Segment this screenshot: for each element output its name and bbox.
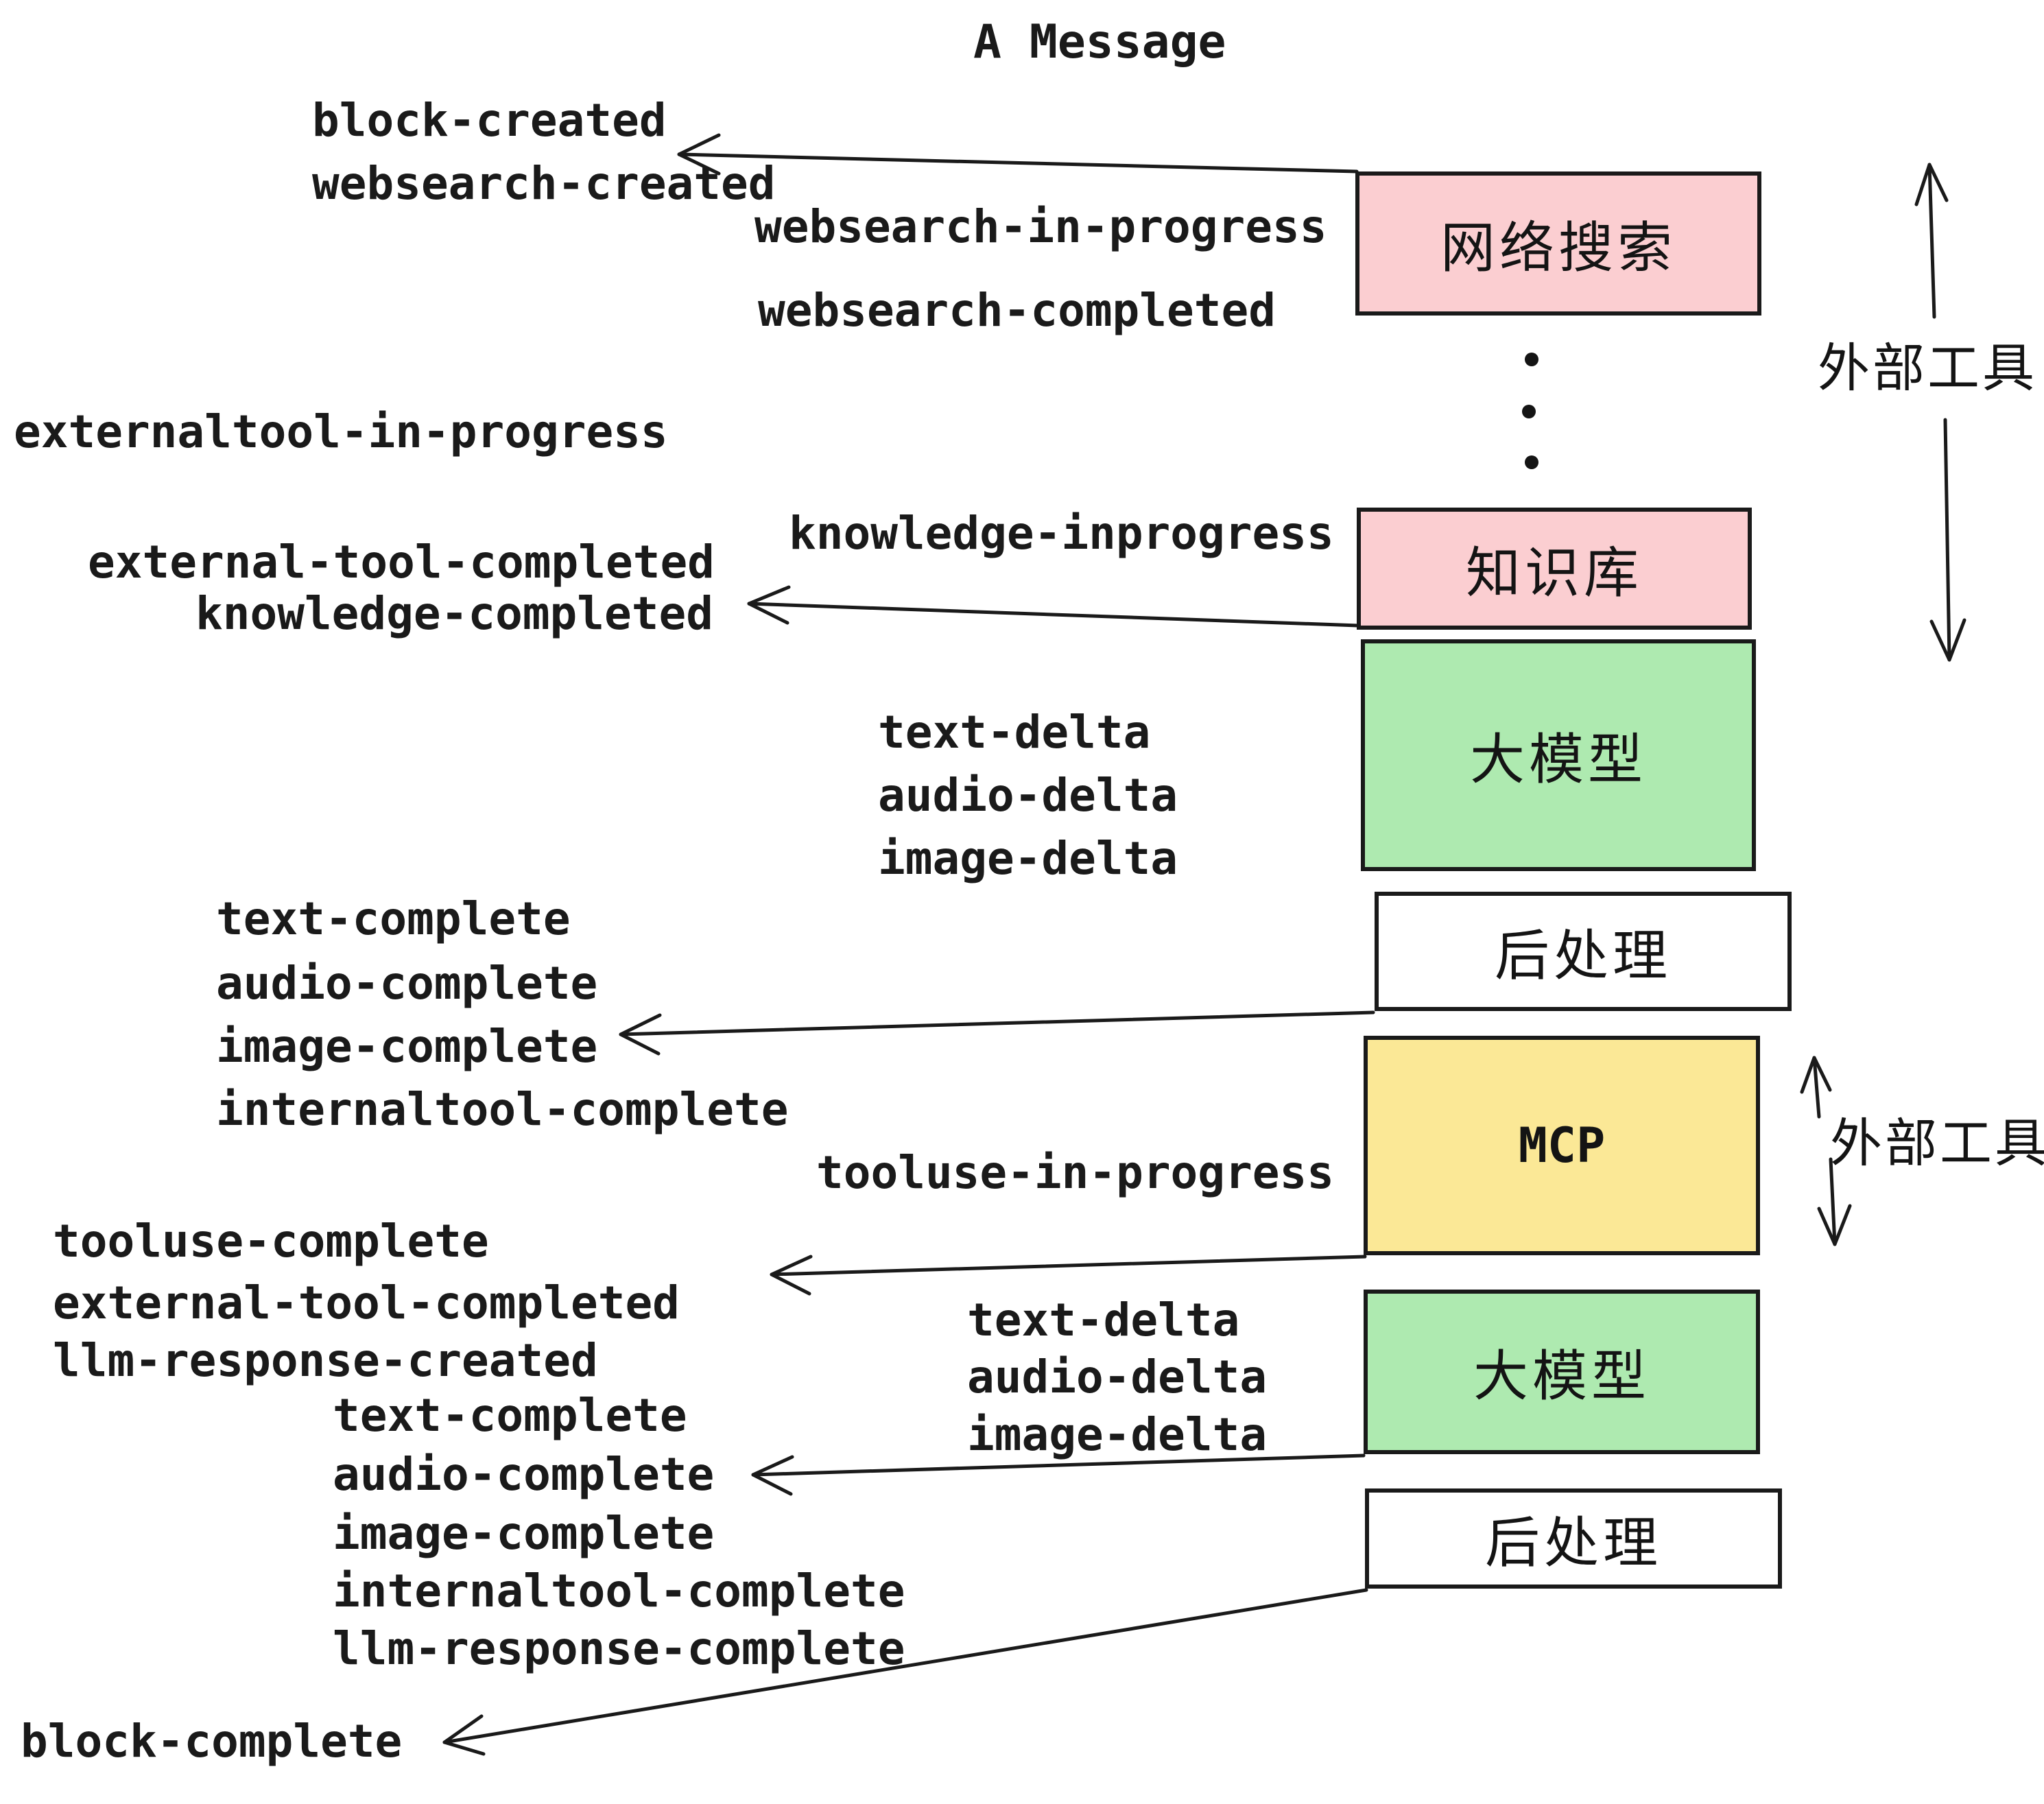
node-llm-1: 大模型 (1361, 639, 1756, 871)
event-label-llm-response-created: llm-response-created (53, 1334, 598, 1387)
event-label-external-tool-completed: external-tool-completed (88, 536, 715, 589)
event-label-websearch-completed: websearch-completed (758, 284, 1276, 337)
node-websearch-label: 网络搜索 (1440, 216, 1676, 280)
arrow-down-external-tools-1 (1943, 418, 1951, 662)
node-knowledge-base: 知识库 (1357, 508, 1752, 630)
event-label-websearch-created: websearch-created (312, 157, 776, 210)
event-label-llm-response-complete: llm-response-complete (333, 1622, 905, 1675)
arrowhead-down-icon (1929, 618, 1966, 662)
arrow-to-complete-group-1 (619, 1010, 1375, 1036)
node-llm-1-label: 大模型 (1470, 728, 1647, 792)
event-label-audio-delta-2: audio-delta (967, 1351, 1268, 1403)
annotation-external-tools-2: 外部工具 (1830, 1113, 2044, 1174)
arrowhead-up-icon (1914, 163, 1949, 206)
diagram-title: A Message (973, 15, 1226, 69)
vertical-ellipsis-icon (1522, 353, 1538, 469)
event-label-block-created: block-created (312, 94, 667, 147)
node-websearch: 网络搜索 (1355, 171, 1761, 316)
event-label-audio-complete-2: audio-complete (333, 1448, 715, 1501)
arrowhead-left-icon (770, 1255, 813, 1296)
event-label-knowledge-inprogress: knowledge-inprogress (789, 507, 1334, 560)
event-label-tooluse-in-progress: tooluse-in-progress (816, 1146, 1334, 1199)
arrow-up-external-tools-1 (1927, 163, 1936, 319)
arrowhead-down-icon (1817, 1204, 1852, 1246)
arrowhead-up-icon (1800, 1056, 1832, 1094)
event-label-internaltool-complete-2: internaltool-complete (333, 1565, 905, 1617)
arrow-to-knowledge-completed (747, 602, 1360, 628)
arrowhead-left-icon (442, 1714, 486, 1756)
arrowhead-left-icon (751, 1455, 794, 1496)
annotation-external-tools-1: 外部工具 (1818, 337, 2037, 399)
event-label-text-complete-2: text-complete (333, 1389, 687, 1442)
event-label-image-complete: image-complete (216, 1020, 598, 1073)
arrow-to-tooluse-complete (770, 1255, 1367, 1277)
node-mcp: MCP (1364, 1036, 1760, 1255)
node-mcp-label: MCP (1518, 1117, 1606, 1174)
event-label-image-delta: image-delta (878, 832, 1178, 885)
event-label-audio-delta: audio-delta (878, 769, 1178, 822)
event-label-websearch-in-progress: websearch-in-progress (754, 200, 1327, 253)
node-llm-2-label: 大模型 (1473, 1344, 1650, 1408)
node-knowledge-base-label: 知识库 (1466, 541, 1643, 605)
event-label-externaltool-in-progress: externaltool-in-progress (14, 405, 668, 458)
event-label-image-delta-2: image-delta (967, 1408, 1268, 1461)
event-label-text-delta-2: text-delta (967, 1294, 1240, 1346)
event-label-text-delta: text-delta (878, 706, 1151, 759)
node-postprocess-1-label: 后处理 (1495, 924, 1672, 988)
arrow-up-external-tools-2 (1812, 1056, 1821, 1119)
arrow-to-websearch-created (677, 152, 1359, 174)
event-label-text-complete: text-complete (216, 892, 571, 945)
event-label-internaltool-complete: internaltool-complete (216, 1083, 789, 1136)
event-label-image-complete-2: image-complete (333, 1507, 715, 1560)
event-label-block-complete: block-complete (21, 1715, 403, 1768)
event-label-tooluse-complete: tooluse-complete (53, 1215, 489, 1268)
node-postprocess-1: 后处理 (1375, 892, 1792, 1011)
node-postprocess-2-label: 后处理 (1485, 1511, 1662, 1575)
arrowhead-left-icon (747, 585, 791, 625)
event-label-knowledge-completed: knowledge-completed (195, 587, 713, 640)
node-postprocess-2: 后处理 (1365, 1488, 1782, 1589)
node-llm-2: 大模型 (1364, 1290, 1760, 1454)
event-label-audio-complete: audio-complete (216, 957, 598, 1010)
arrowhead-left-icon (619, 1013, 662, 1056)
event-label-external-tool-completed-2: external-tool-completed (53, 1277, 680, 1329)
